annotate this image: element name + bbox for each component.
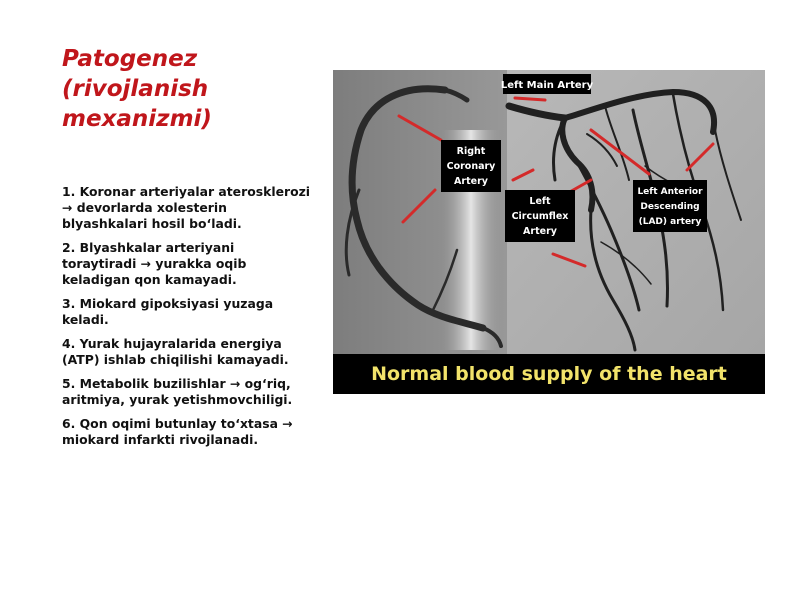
step-1: 1. Koronar arteriyalar aterosklerozi → d… <box>62 184 311 231</box>
svg-text:Right: Right <box>457 146 486 157</box>
left-coronary-vessels <box>505 88 742 352</box>
svg-text:Left: Left <box>529 196 551 207</box>
svg-text:Artery: Artery <box>523 226 558 237</box>
slide-title: Patogenez (rivojlanish mexanizmi) <box>62 44 322 134</box>
step-4: 4. Yurak hujayralarida energiya (ATP) is… <box>62 336 289 367</box>
label-lad-artery: Left Anterior Descending (LAD) artery <box>633 180 707 232</box>
label-left-main-artery: Left Main Artery <box>501 74 594 94</box>
svg-text:Left Main Artery: Left Main Artery <box>501 80 594 91</box>
coronary-angiogram-image: Left Main Artery Right Coronary Artery L… <box>333 70 765 394</box>
step-6: 6. Qon oqimi butunlay to‘xtasa → miokard… <box>62 416 293 447</box>
svg-text:Artery: Artery <box>454 176 489 187</box>
title-line-1: Patogenez <box>62 46 198 72</box>
label-arrows <box>397 96 715 268</box>
pathogenesis-steps-list: 1. Koronar arteriyalar aterosklerozi → d… <box>62 184 312 456</box>
step-5: 5. Metabolik buzilishlar → og‘riq, aritm… <box>62 376 293 407</box>
figure-caption: Normal blood supply of the heart <box>371 363 727 385</box>
right-coronary-vessels <box>344 85 503 348</box>
angiogram-svg: Left Main Artery Right Coronary Artery L… <box>333 70 765 394</box>
svg-text:Descending: Descending <box>640 202 699 212</box>
step-3: 3. Miokard gipoksiyasi yuzaga keladi. <box>62 296 274 327</box>
step-2: 2. Blyashkalar arteriyani toraytiradi → … <box>62 240 247 287</box>
svg-text:Circumflex: Circumflex <box>512 211 569 222</box>
title-line-2: (rivojlanish <box>62 76 209 102</box>
svg-text:(LAD) artery: (LAD) artery <box>639 217 702 227</box>
label-right-coronary-artery: Right Coronary Artery <box>441 140 501 192</box>
svg-text:Left Anterior: Left Anterior <box>637 187 703 197</box>
title-line-3: mexanizmi) <box>62 106 212 132</box>
label-left-circumflex-artery: Left Circumflex Artery <box>505 190 575 242</box>
caption-bar <box>333 354 765 394</box>
svg-text:Coronary: Coronary <box>447 161 497 172</box>
